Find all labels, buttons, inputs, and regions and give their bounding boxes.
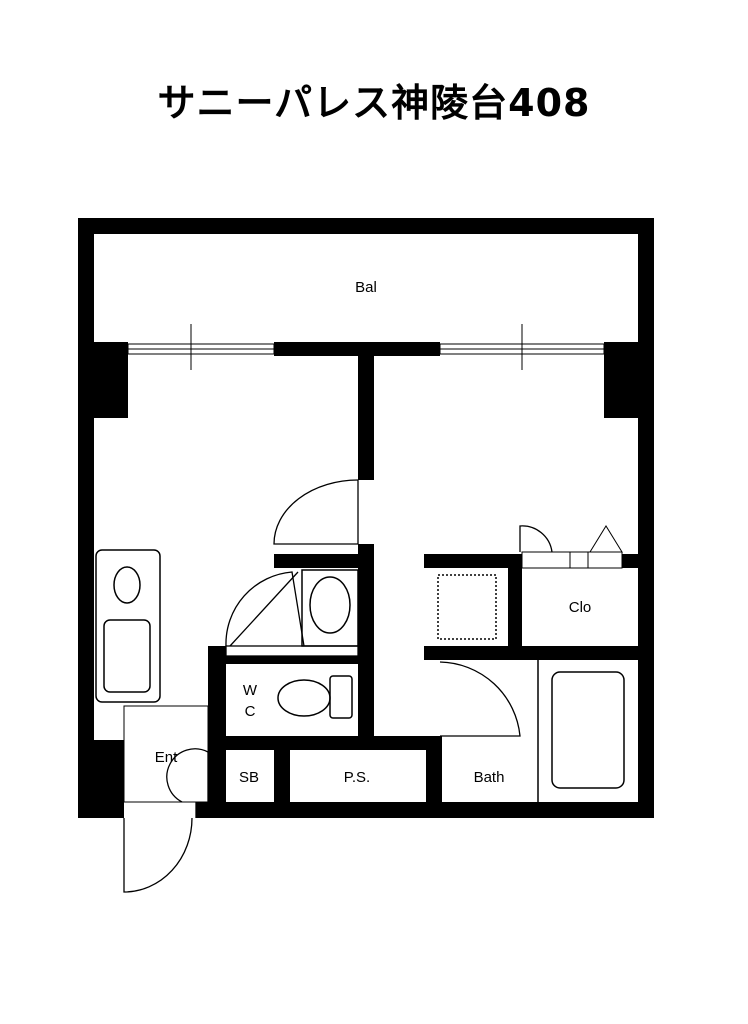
- wc-label-c: C: [245, 703, 256, 720]
- outer-walls: [78, 218, 654, 818]
- toilet: [277, 675, 353, 719]
- washbasin: [301, 569, 359, 647]
- wc-label-w: W: [243, 682, 258, 699]
- closet-label: Clo: [569, 599, 592, 616]
- pipe-space-label: P.S.: [344, 769, 370, 786]
- kitchen-counter: [95, 549, 161, 703]
- bath-label: Bath: [474, 769, 505, 786]
- floorplan-title: サニーパレス神陵台408: [157, 81, 591, 125]
- interior-walls: [94, 356, 638, 802]
- washing-machine-space: [437, 574, 497, 640]
- bathtub: [537, 660, 625, 802]
- balcony-wall: [94, 342, 638, 418]
- window-right: [439, 324, 605, 370]
- door-swings: [123, 479, 553, 893]
- closet-front: [521, 525, 623, 569]
- entrance-label: Ent: [155, 749, 178, 766]
- entrance-step: [123, 705, 209, 803]
- balcony-label: Bal: [355, 279, 377, 296]
- window-left: [127, 324, 275, 370]
- shoe-box-label: SB: [239, 769, 259, 786]
